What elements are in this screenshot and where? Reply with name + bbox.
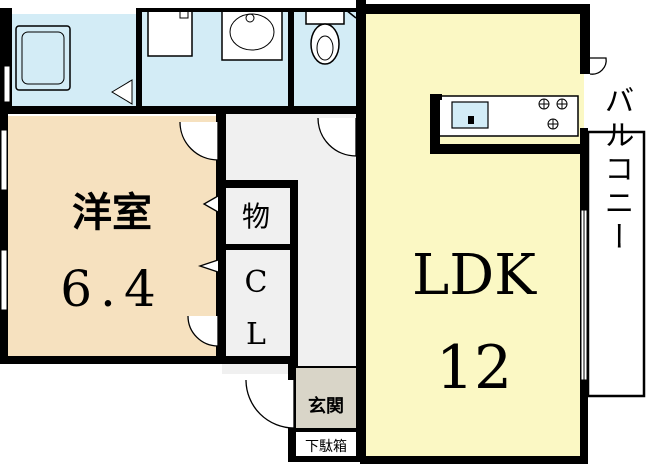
door-balcony [589,57,607,75]
balcony-label: バルコニー [599,85,634,255]
door-western-room [179,121,219,161]
kitchen-sink [451,101,489,129]
entrance-area [296,366,356,428]
western-room-size: 6.4 [60,260,164,318]
western-room-name: 洋室 [72,189,152,236]
door-toilet [317,117,357,157]
door-storage [202,195,219,213]
balcony-frame [586,130,646,398]
ldk-name: LDK [412,243,537,308]
ldk-area [362,10,584,458]
closet-label-c: C [245,265,268,300]
washing-machine [147,9,193,57]
door-closet-lower [187,315,219,347]
bathtub [15,25,71,91]
stove-icon [538,98,568,130]
balcony-area [588,132,646,396]
doors [179,57,607,429]
toilet-tank [305,9,345,25]
entrance-label: 玄関 [308,395,344,417]
door-entrance [245,379,295,429]
bath-door-mark [111,79,133,105]
toilet-bowl [310,23,340,65]
shoe-box-label: 下駄箱 [305,439,347,455]
ldk-size: 12 [436,333,512,403]
closet-label-l: L [246,317,266,352]
storage-label: 物 [242,200,270,233]
western-room-area [8,116,220,359]
door-closet-upper [197,259,219,273]
